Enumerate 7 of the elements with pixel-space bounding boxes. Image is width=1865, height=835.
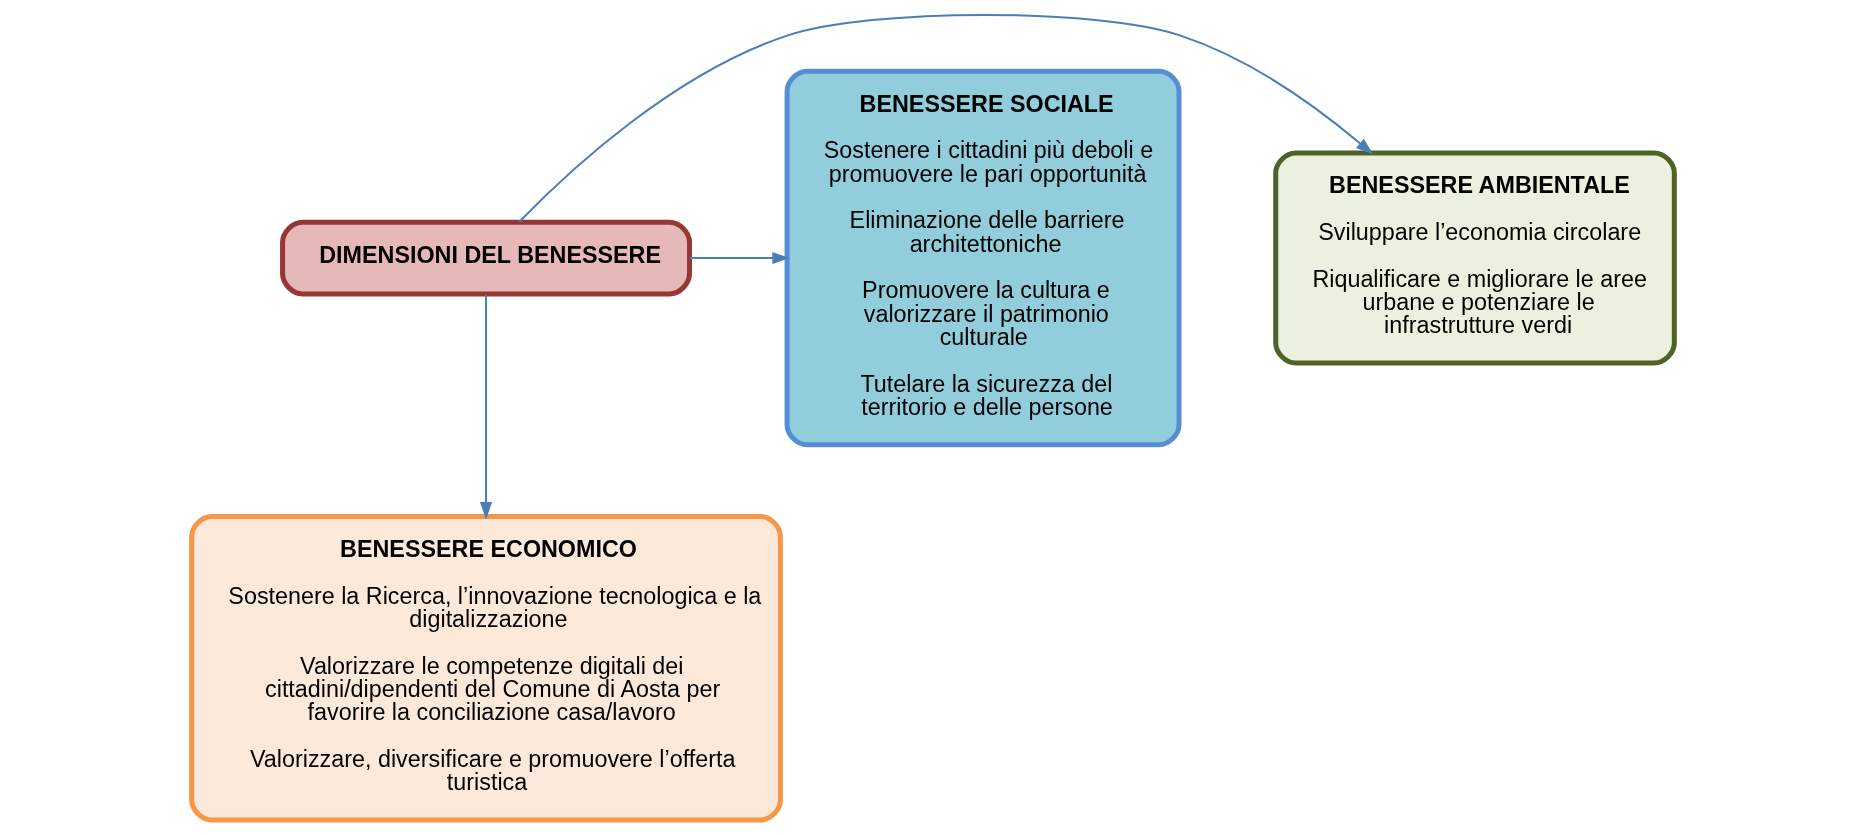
node-box: BENESSERE SOCIALE Sostenere i cittadini più deboli e promuovere le pari opportunità Eliminazione delle barriere architettoniche Promuovere la cultura e valorizzare il patrimonio culturale Tutelare la sicurezza del territorio e delle persone [784, 68, 1181, 448]
arrow [517, 13, 1373, 223]
arrow [479, 293, 492, 520]
node-box: BENESSERE ECONOMICO Sostenere la Ricerca, l’innovazione tecnologica e la digitalizzazione Valorizzare le competenze digitali dei cittadini/dipendenti del Comune di Aosta per favorire la conciliazione casa/lavoro Valorizzare, diversificare e promuovere l’offerta turistica [188, 514, 783, 823]
node-box: BENESSERE AMBIENTALE Sviluppare l’economia circolare Riqualificare e migliorare le aree urbane e potenziare le infrastrutture verdi [1272, 150, 1677, 366]
node-box: DIMENSIONI DEL BENESSERE [279, 219, 692, 297]
arrow [688, 251, 790, 265]
